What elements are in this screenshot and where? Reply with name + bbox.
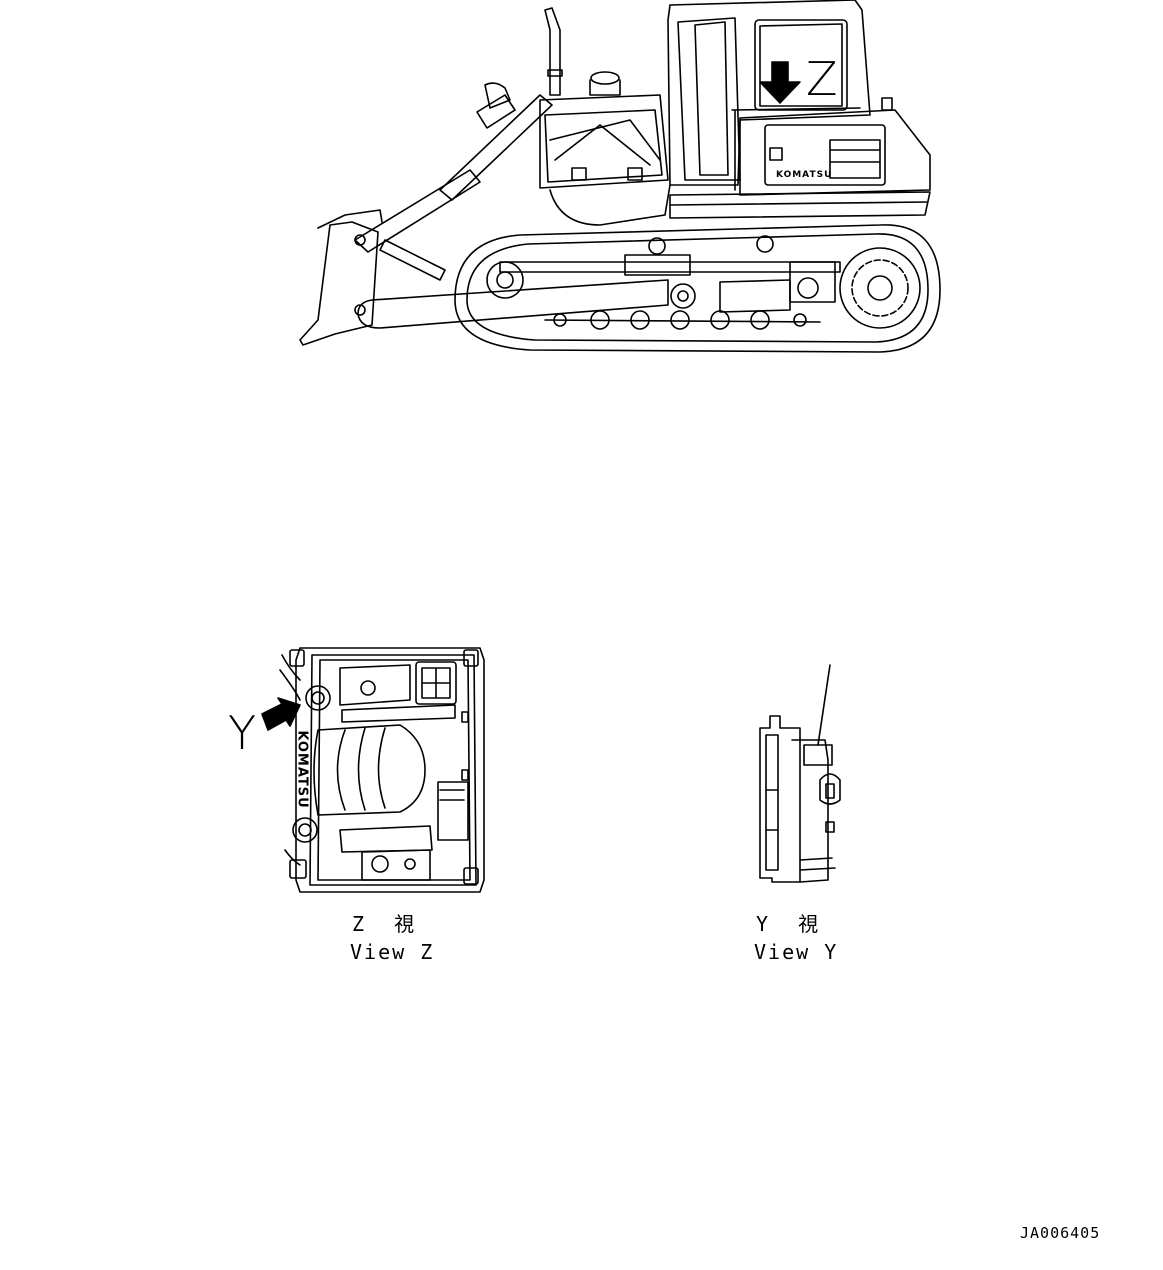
cab-roof-outline xyxy=(295,647,485,893)
view-y-caption-jp: Y 視 xyxy=(756,912,821,936)
view-z-caption-jp: Z 視 xyxy=(352,912,417,936)
sprocket xyxy=(839,247,921,329)
komatsu-badge-roof: KOMATSU xyxy=(294,730,310,809)
exhaust-stack xyxy=(544,7,561,96)
rear-body xyxy=(739,109,931,196)
view-z-drawing xyxy=(279,647,485,893)
callout-z: Z xyxy=(806,52,838,106)
track-rollers xyxy=(544,310,821,330)
cab xyxy=(667,0,871,186)
view-z-caption-en: View Z xyxy=(350,940,435,964)
operator-seat xyxy=(313,724,426,816)
leader-line xyxy=(817,664,831,746)
callout-y: Y xyxy=(228,706,257,760)
blade xyxy=(299,221,379,346)
push-arm xyxy=(357,279,669,329)
bulldozer-side-view xyxy=(299,0,941,353)
komatsu-badge-cab: KOMATSU xyxy=(776,170,833,180)
z-arrow-icon xyxy=(759,61,801,104)
drawing-code: JA006405 xyxy=(1020,1224,1101,1242)
cab-door-window xyxy=(754,19,848,111)
track-outline xyxy=(454,224,941,353)
lift-cylinder xyxy=(354,169,481,253)
engine-hood xyxy=(539,94,669,189)
view-y-caption-en: View Y xyxy=(754,940,839,964)
view-y-drawing xyxy=(759,664,841,883)
y-arrow-icon xyxy=(261,697,301,731)
